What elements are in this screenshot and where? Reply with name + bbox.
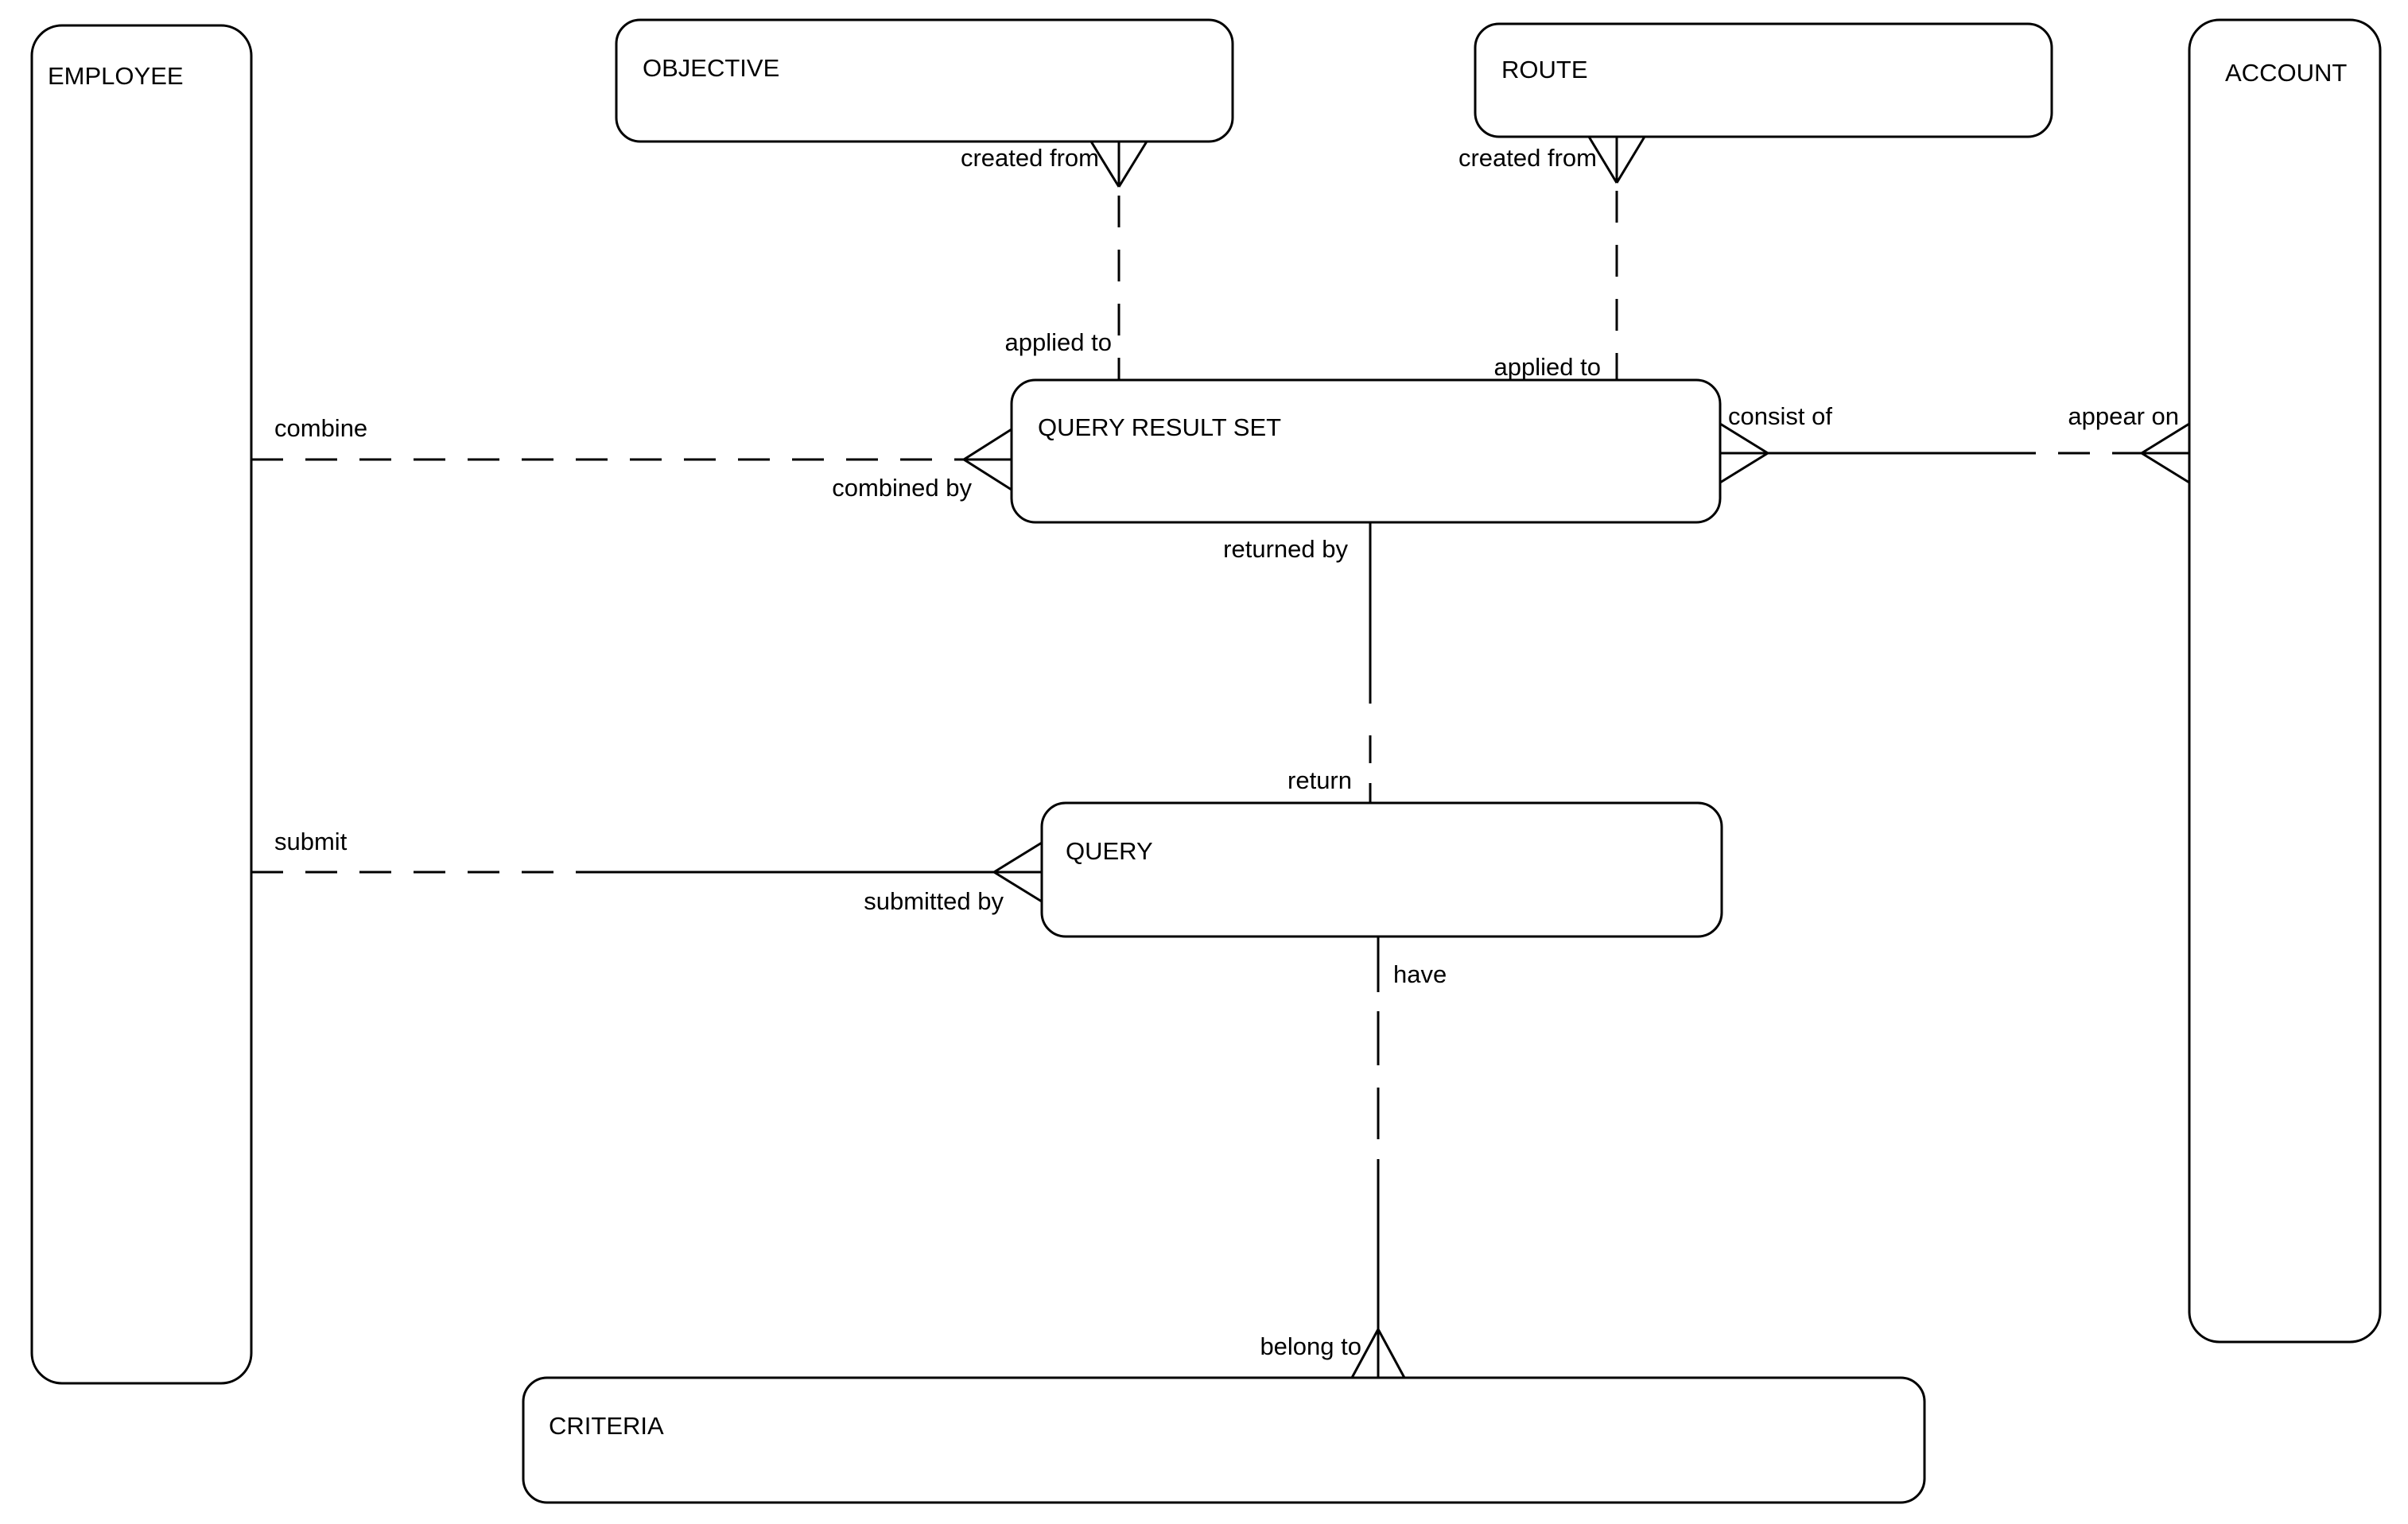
relationship-line-account-query-result-set[interactable]	[1719, 422, 2190, 484]
rel-label-return: return	[1288, 766, 1352, 794]
rel-label-created-from-route: created from	[1458, 144, 1597, 172]
crowsfoot-criteria	[1350, 1328, 1406, 1379]
entity-label-route: ROUTE	[1501, 56, 1588, 83]
rel-label-returned-by: returned by	[1223, 535, 1348, 563]
relationship-line-objective-query-result-set[interactable]	[1089, 141, 1148, 380]
rel-label-combine: combine	[274, 414, 368, 442]
rel-label-consist-of: consist of	[1728, 402, 1832, 430]
rel-label-appear-on: appear on	[2068, 402, 2179, 430]
crowsfoot-route	[1587, 136, 1646, 184]
entity-label-query-result-set: QUERY RESULT SET	[1038, 413, 1282, 441]
crowsfoot-account	[2141, 422, 2190, 484]
entity-box-route[interactable]	[1474, 22, 2053, 138]
relationship-line-employee-query-result-set[interactable]	[251, 428, 1012, 491]
rel-label-submit: submit	[274, 828, 348, 855]
entity-box-account[interactable]	[2188, 18, 2382, 1344]
entity-label-account: ACCOUNT	[2225, 59, 2348, 87]
crowsfoot-query-result-set-right	[1719, 422, 1769, 484]
entity-box-objective[interactable]	[615, 18, 1234, 143]
rel-label-have: have	[1393, 960, 1447, 988]
entity-label-employee: EMPLOYEE	[48, 62, 184, 90]
relationship-line-employee-query[interactable]	[251, 841, 1043, 903]
rel-label-belong-to: belong to	[1260, 1332, 1361, 1360]
entity-box-query-result-set[interactable]	[1010, 378, 1722, 524]
rel-label-applied-to-objective: applied to	[1004, 328, 1112, 356]
entity-label-criteria: CRITERIA	[549, 1412, 664, 1440]
relationship-line-route-query-result-set[interactable]	[1587, 136, 1646, 380]
crowsfoot-query-result-set-left	[963, 428, 1012, 491]
rel-label-applied-to-route: applied to	[1493, 353, 1601, 381]
entity-label-objective: OBJECTIVE	[643, 54, 780, 82]
rel-label-created-from-objective: created from	[960, 144, 1099, 172]
entity-label-query: QUERY	[1066, 837, 1153, 865]
relationship-line-query-criteria[interactable]	[1350, 937, 1406, 1379]
entity-box-criteria[interactable]	[522, 1376, 1926, 1504]
entity-box-query[interactable]	[1040, 801, 1723, 938]
rel-label-combined-by: combined by	[832, 474, 972, 502]
rel-label-submitted-by: submitted by	[864, 887, 1004, 915]
crowsfoot-objective	[1089, 141, 1148, 188]
crowsfoot-query-left	[993, 841, 1043, 903]
entity-box-employee[interactable]	[30, 24, 253, 1385]
